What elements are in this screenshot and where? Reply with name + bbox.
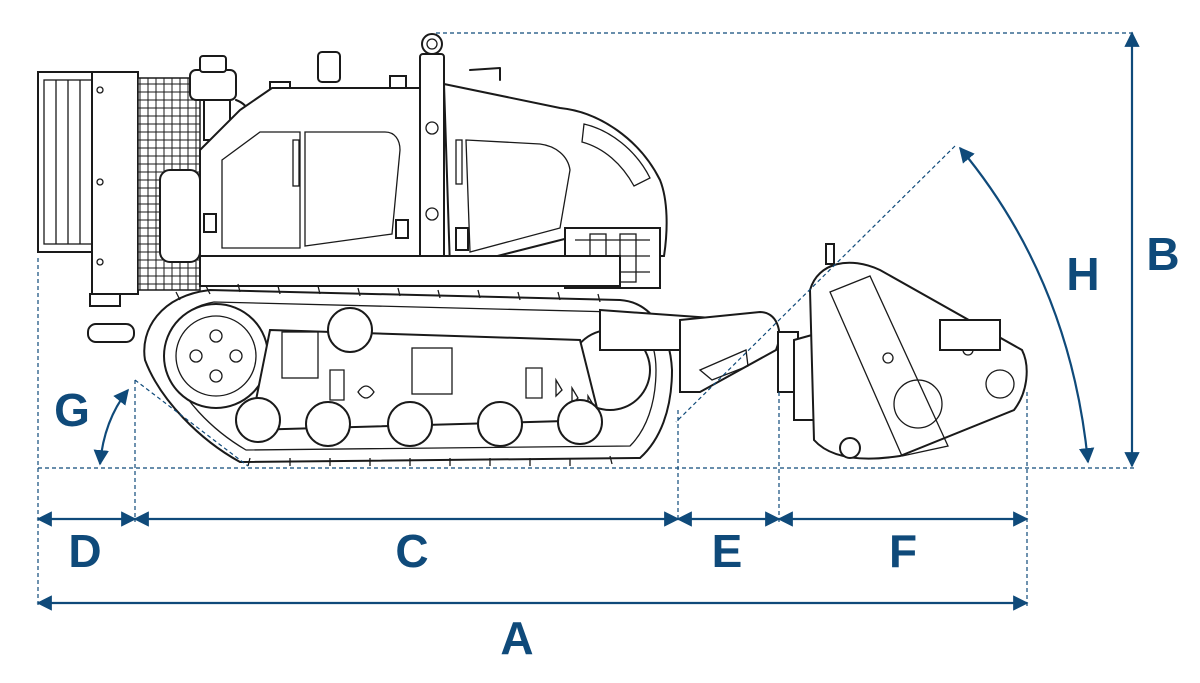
label-d: D [68,525,101,577]
angle-h-arc [959,146,1095,464]
label-b: B [1146,228,1179,280]
label-h: H [1066,248,1099,300]
label-a: A [500,612,533,664]
lifting-pillar [419,33,445,259]
front-arm [87,308,781,393]
label-f: F [889,525,917,577]
angle-g-arc [93,388,129,466]
mulcher-head [777,243,1028,460]
radiator [37,71,201,307]
dimension-lines: A B C D E F G H [36,31,1180,664]
chassis [199,255,621,287]
front-cowl [442,67,668,270]
track-assembly [143,283,674,467]
approach-angle-reference [134,379,249,467]
departure-angle-reference [675,145,956,423]
label-g: G [54,384,90,436]
label-e: E [712,525,743,577]
tracked-mulcher-machine [37,33,1028,467]
label-c: C [395,525,428,577]
